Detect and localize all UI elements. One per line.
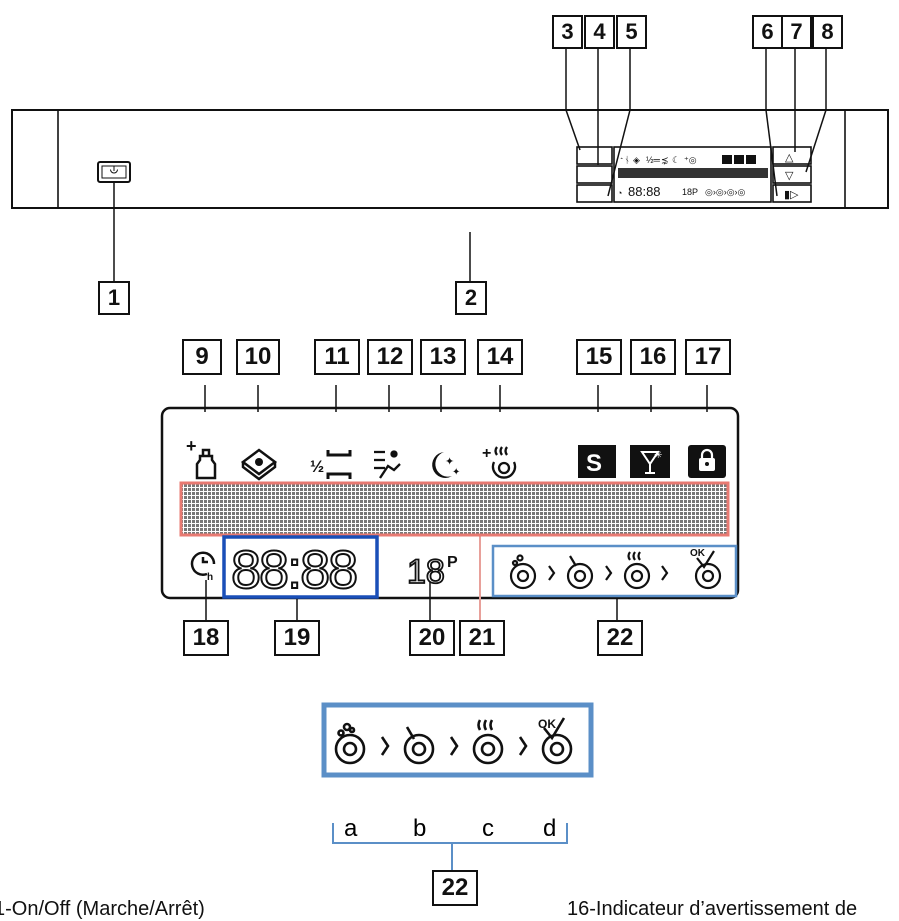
callout-22-bottom: 22 <box>432 870 478 906</box>
mini-icon-row: ⁺ᚾ ◈ ½═ ⋨ ☾ ⁺◎ <box>619 155 756 165</box>
program-number: 18 <box>407 553 445 591</box>
callout-4: 4 <box>584 15 615 49</box>
panel-button-4[interactable] <box>576 165 613 184</box>
callout-15: 15 <box>576 339 622 375</box>
mini-program: 18P <box>682 187 698 197</box>
svg-text:◈: ◈ <box>633 155 640 165</box>
extra-drying-icon: + <box>482 445 517 479</box>
callout-17: 17 <box>685 339 731 375</box>
delay-start-icon <box>190 551 216 576</box>
control-panel-drawing: ⁺ᚾ ◈ ½═ ⋨ ☾ ⁺◎ 88:88 18P ◔ ◎›◎›◎›◎ △ ▽ ▮… <box>11 45 889 283</box>
quick-wash-icon <box>374 450 401 479</box>
phase-label-b: b <box>413 815 427 842</box>
footer-right-text: 16-Indicateur d’avertissement de <box>567 898 858 920</box>
tablet-icon <box>240 448 278 481</box>
callout-7: 7 <box>781 15 812 49</box>
night-mode-icon: ✦ ✦ <box>432 452 460 478</box>
rinse-aid-icon: ✳ <box>630 445 670 478</box>
svg-text:OK: OK <box>690 548 706 559</box>
svg-text:▽: ▽ <box>785 170 794 182</box>
callout-16: 16 <box>630 339 676 375</box>
callout-11: 11 <box>314 339 360 375</box>
svg-text:▮▷: ▮▷ <box>784 189 799 201</box>
power-button[interactable] <box>97 161 131 183</box>
svg-text:⁺◎: ⁺◎ <box>684 155 697 165</box>
callout-9: 9 <box>182 339 222 375</box>
mini-clock: 88:88 <box>628 184 661 199</box>
callout-20: 20 <box>409 620 455 656</box>
svg-text:½═: ½═ <box>646 155 661 165</box>
svg-text:✦: ✦ <box>445 456 454 468</box>
callout-12: 12 <box>367 339 413 375</box>
svg-text:⁺ᚾ: ⁺ᚾ <box>619 155 630 165</box>
panel-button-start[interactable] <box>772 184 812 203</box>
extra-hygiene-icon: + <box>186 436 217 480</box>
svg-text:h: h <box>207 572 213 583</box>
svg-text:◎›◎›◎›◎: ◎›◎›◎›◎ <box>705 187 746 197</box>
callout-10: 10 <box>236 339 280 375</box>
svg-text:◔: ◔ <box>617 188 622 198</box>
svg-text:⋨: ⋨ <box>661 155 669 165</box>
svg-text:P: P <box>447 554 458 571</box>
clock-frame <box>222 535 379 599</box>
phase-indicator-frame <box>491 544 738 598</box>
callout-21: 21 <box>459 620 505 656</box>
display-detail-drawing: + ½ ✦ ✦ + S <box>160 385 740 622</box>
svg-text:OK: OK <box>538 717 556 731</box>
phase-icons-small <box>509 550 722 590</box>
phase-label-c: c <box>482 815 494 842</box>
footer-left-text: 1-On/Off (Marche/Arrêt) <box>0 898 205 920</box>
text-matrix-display <box>179 481 730 537</box>
callout-2: 2 <box>455 281 487 315</box>
svg-text:S: S <box>586 450 602 477</box>
svg-text:+: + <box>186 436 197 456</box>
callout-13: 13 <box>420 339 466 375</box>
phase-label-d: d <box>543 815 557 842</box>
child-lock-icon <box>688 445 726 478</box>
half-load-icon: ½ <box>310 450 352 479</box>
panel-button-down[interactable] <box>772 165 812 184</box>
phase-detail-drawing: OK <box>321 702 594 870</box>
panel-button-5[interactable] <box>576 184 613 203</box>
callout-22: 22 <box>597 620 643 656</box>
svg-text:△: △ <box>785 152 794 164</box>
svg-text:✳: ✳ <box>654 450 662 461</box>
svg-text:☾: ☾ <box>672 155 680 165</box>
svg-text:✦: ✦ <box>452 467 460 478</box>
svg-text:+: + <box>482 445 491 462</box>
callout-19: 19 <box>274 620 320 656</box>
callout-8: 8 <box>812 15 843 49</box>
panel-button-3[interactable] <box>576 146 613 165</box>
callout-14: 14 <box>477 339 523 375</box>
phase-label-a: a <box>344 815 358 842</box>
callout-3: 3 <box>552 15 583 49</box>
salt-refill-icon: S <box>578 445 616 478</box>
callout-1: 1 <box>98 281 130 315</box>
callout-5: 5 <box>616 15 647 49</box>
svg-text:½: ½ <box>310 457 324 476</box>
callout-18: 18 <box>183 620 229 656</box>
clock-digits: 88:88 <box>231 540 356 600</box>
callout-6: 6 <box>752 15 783 49</box>
